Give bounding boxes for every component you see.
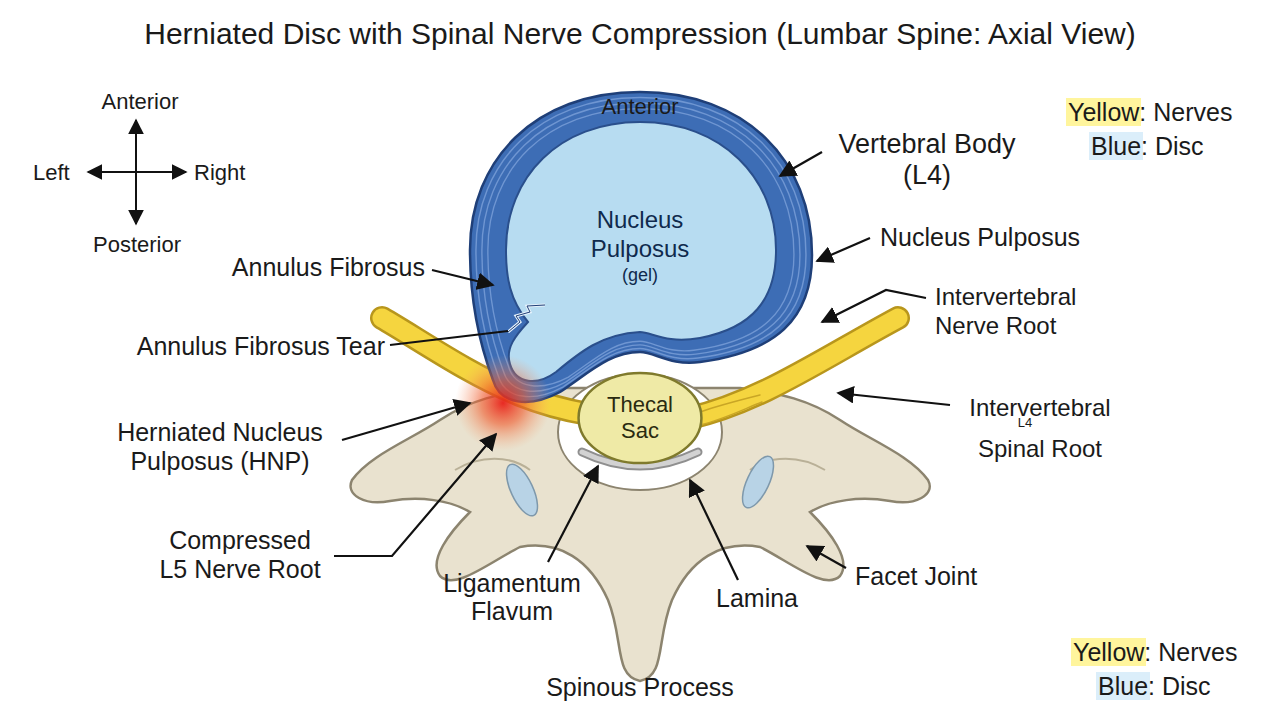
part-label: Annulus Fibrosus Tear	[95, 331, 385, 361]
part-label: Ligamentum Flavum	[422, 569, 602, 625]
intervertebral-disc	[470, 92, 812, 402]
direction-label: Anterior	[60, 88, 220, 115]
facet-cartilage	[736, 452, 780, 512]
legend-text: Blue: Disc	[1098, 672, 1211, 700]
part-label: Compressed L5 Nerve Root	[155, 526, 325, 584]
legend-row: Blue: Disc	[1098, 671, 1211, 701]
thecal-sac: Thecal Sac	[576, 370, 704, 466]
legend-row: Yellow: Nerves	[1073, 637, 1237, 667]
direction-label: Posterior	[57, 231, 217, 258]
part-label: Intervertebral Spinal Root	[950, 387, 1130, 469]
part-label: Nucleus Pulposus	[880, 222, 1120, 252]
level-label: L4	[1010, 415, 1040, 430]
legend-text: Yellow: Nerves	[1073, 638, 1237, 666]
legend-text: Yellow: Nerves	[1068, 98, 1232, 126]
legend-text: Blue: Disc	[1091, 132, 1204, 160]
legend-row: Blue: Disc	[1091, 131, 1204, 161]
part-label: Lamina	[700, 584, 814, 612]
vertebral-arch	[351, 388, 930, 681]
compass	[88, 120, 186, 224]
diagram-title: Herniated Disc with Spinal Nerve Compres…	[0, 16, 1280, 52]
facet-cartilage	[500, 460, 544, 520]
part-label: Facet Joint	[855, 561, 1025, 591]
direction-label: Right	[194, 159, 264, 186]
part-label: Herniated Nucleus Pulposus (HNP)	[90, 418, 350, 476]
direction-label: Left	[33, 159, 93, 186]
legend-row: Yellow: Nerves	[1068, 97, 1232, 127]
direction-label: Anterior	[560, 93, 720, 120]
node-heading: Thecal Sac	[596, 392, 684, 444]
nucleus-region: Nucleus Pulposus(gel)	[568, 196, 712, 296]
leader-lines	[334, 152, 950, 580]
part-label: Vertebral Body (L4)	[812, 129, 1042, 191]
part-label: Intervertebral Nerve Root	[935, 282, 1115, 340]
annulus-tear	[508, 305, 545, 332]
part-label: Spinous Process	[500, 673, 780, 701]
thecal-sac-outline	[579, 373, 702, 463]
node-heading: Nucleus Pulposus	[576, 205, 704, 263]
node-note: (gel)	[622, 263, 658, 287]
part-label: Annulus Fibrosus	[185, 252, 425, 282]
